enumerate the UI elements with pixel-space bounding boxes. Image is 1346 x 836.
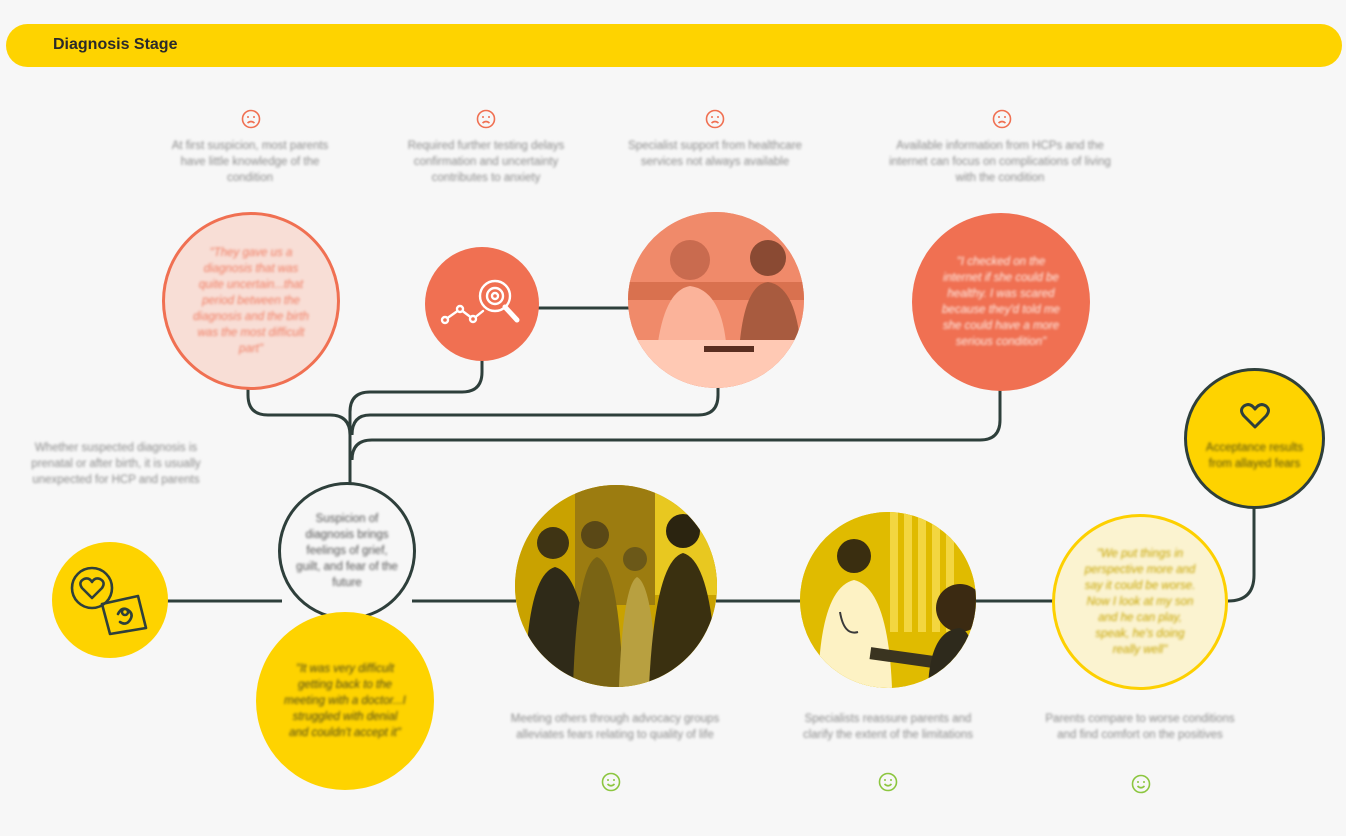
magnifier-chart-icon — [440, 279, 520, 325]
advocacy-group-photo — [515, 485, 717, 687]
caption-available-information: Available information from HCPs and the … — [889, 140, 1111, 184]
quote-text: "It was very difficult getting back to t… — [284, 663, 406, 739]
sad-face-icon — [476, 109, 496, 129]
happy-face-icon — [1131, 774, 1151, 794]
heart-ultrasound-icon — [70, 566, 148, 636]
suspicion-circle: Suspicion of diagnosis brings feelings o… — [278, 482, 416, 620]
heart-icon — [1239, 402, 1270, 428]
suspicion-label: Suspicion of diagnosis brings feelings o… — [296, 513, 398, 589]
quote-circle-uncertain-diagnosis: "They gave us a diagnosis that was quite… — [162, 212, 340, 390]
caption-specialist-support: Specialist support from healthcare servi… — [628, 140, 802, 168]
stage-title: Diagnosis Stage — [53, 36, 178, 53]
quote-text: "They gave us a diagnosis that was quite… — [193, 247, 309, 355]
caption-first-suspicion: At first suspicion, most parents have li… — [171, 140, 329, 184]
doctor-consultation-photo — [800, 512, 976, 688]
quote-text: "I checked on the internet if she could … — [942, 256, 1060, 348]
stage-banner: Diagnosis Stage — [6, 24, 1342, 67]
start-circle — [52, 542, 168, 658]
quote-circle-denial: "It was very difficult getting back to t… — [256, 612, 434, 790]
call-center-photo — [628, 212, 804, 388]
quote-circle-internet-search: "I checked on the internet if she could … — [912, 213, 1090, 391]
sad-face-icon — [241, 109, 261, 129]
caption-further-testing: Required further testing delays confirma… — [407, 140, 565, 184]
quote-text: "We put things in perspective more and s… — [1084, 548, 1196, 656]
acceptance-circle: Acceptance results from allayed fears — [1184, 368, 1325, 509]
sad-face-icon — [992, 109, 1012, 129]
caption-parents-compare: Parents compare to worse conditions and … — [1045, 713, 1235, 741]
sad-face-icon — [705, 109, 725, 129]
quote-circle-perspective: "We put things in perspective more and s… — [1052, 514, 1228, 690]
happy-face-icon — [878, 772, 898, 792]
happy-face-icon — [601, 772, 621, 792]
search-circle — [425, 247, 539, 361]
acceptance-label: Acceptance results from allayed fears — [1205, 441, 1304, 470]
caption-advocacy-groups: Meeting others through advocacy groups a… — [510, 713, 720, 741]
caption-specialists-reassure: Specialists reassure parents and clarify… — [802, 713, 974, 741]
caption-unexpected-diagnosis: Whether suspected diagnosis is prenatal … — [31, 442, 201, 486]
